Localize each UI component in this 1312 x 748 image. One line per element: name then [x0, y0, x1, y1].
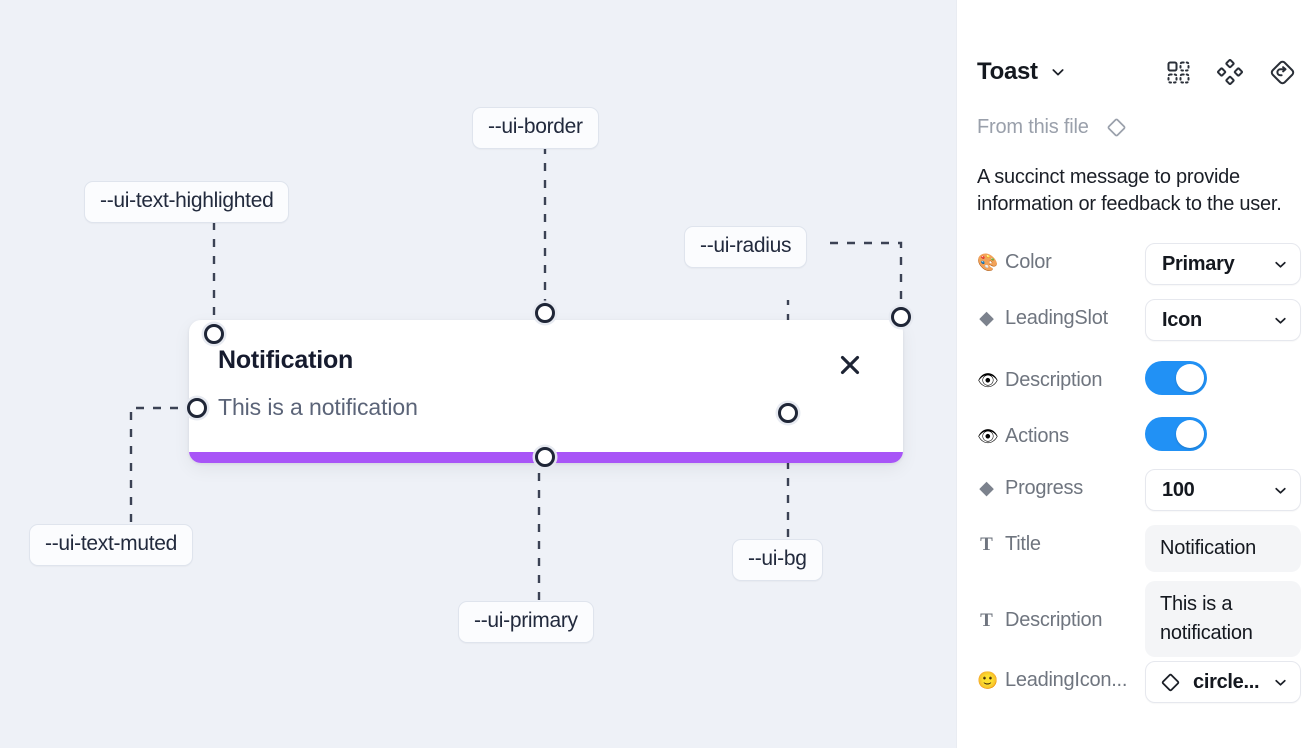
chevron-down-icon	[1273, 313, 1288, 328]
diamond-icon: ◆	[979, 308, 994, 329]
panel-header-actions	[1166, 59, 1296, 86]
property-row-leadingslot: ◆ LeadingSlot Icon	[977, 299, 1301, 341]
panel-title: Toast	[977, 58, 1038, 85]
properties-panel: Toast	[956, 0, 1312, 748]
description-toggle[interactable]	[1145, 361, 1207, 395]
toggle-knob	[1176, 420, 1204, 448]
anchor-handle-bg[interactable]	[778, 403, 798, 423]
design-canvas[interactable]: Notification This is a notification --ui…	[0, 0, 956, 748]
toast-component-preview[interactable]: Notification This is a notification	[189, 320, 903, 463]
reset-instance-icon[interactable]	[1269, 59, 1296, 86]
toggle-knob	[1176, 364, 1204, 392]
annotation-pill-ui-radius[interactable]: --ui-radius	[684, 226, 808, 268]
leadingicon-select[interactable]: circle...	[1145, 661, 1301, 703]
property-row-description-toggle: 👁 Description	[977, 361, 1296, 395]
annotation-pill-ui-border[interactable]: --ui-border	[472, 107, 599, 149]
anchor-handle-radius[interactable]	[891, 307, 911, 327]
property-label-leadingslot: ◆ LeadingSlot	[977, 299, 1145, 330]
annotation-pill-ui-primary[interactable]: --ui-primary	[458, 601, 594, 643]
toast-description: This is a notification	[218, 394, 418, 420]
property-label-description-text: T Description	[977, 581, 1145, 632]
component-description: A succinct message to provide informatio…	[977, 166, 1282, 215]
eye-emoji-icon: 👁	[977, 371, 999, 390]
leadingslot-select[interactable]: Icon	[1145, 299, 1301, 341]
annotation-pill-ui-bg[interactable]: --ui-bg	[732, 539, 823, 581]
property-row-progress: ◆ Progress 100	[977, 469, 1301, 511]
anchor-handle-primary[interactable]	[535, 447, 555, 467]
property-row-description-text: T Description This is a notification	[977, 581, 1301, 657]
property-label-progress: ◆ Progress	[977, 469, 1145, 500]
color-select[interactable]: Primary	[1145, 243, 1301, 285]
text-type-icon: T	[980, 610, 993, 631]
four-diamonds-icon[interactable]	[1217, 59, 1243, 85]
property-label-leadingicon: 🙂 LeadingIcon...	[977, 669, 1128, 691]
property-label-color: 🎨 Color	[977, 251, 1052, 273]
property-label-actions-toggle: 👁 Actions	[977, 425, 1069, 447]
palette-emoji-icon: 🎨	[977, 253, 999, 272]
toast-title: Notification	[218, 346, 354, 374]
smiley-emoji-icon: 🙂	[977, 671, 999, 690]
property-row-leadingicon: 🙂 LeadingIcon... circle...	[977, 661, 1301, 703]
chevron-down-icon[interactable]	[1050, 64, 1066, 80]
description-input[interactable]: This is a notification	[1145, 581, 1301, 657]
title-input[interactable]: Notification	[1145, 525, 1301, 572]
diamond-icon: ◆	[979, 478, 994, 499]
from-this-file-label: From this file	[977, 116, 1089, 138]
annotation-pill-ui-text-highlighted[interactable]: --ui-text-highlighted	[84, 181, 290, 223]
progress-select[interactable]: 100	[1145, 469, 1301, 511]
from-this-file-row[interactable]: From this file	[977, 114, 1130, 141]
text-type-icon: T	[980, 534, 993, 555]
diamond-component-icon	[1158, 670, 1183, 695]
eye-emoji-icon: 👁	[977, 427, 999, 446]
component-variants-icon[interactable]	[1166, 60, 1191, 85]
panel-header: Toast	[977, 50, 1296, 94]
anchor-handle-border[interactable]	[535, 303, 555, 323]
anchor-handle-text-muted[interactable]	[187, 398, 207, 418]
chevron-down-icon	[1273, 675, 1288, 690]
property-label-title: T Title	[977, 525, 1145, 556]
property-label-description-toggle: 👁 Description	[977, 369, 1103, 391]
property-row-title: T Title Notification	[977, 525, 1301, 572]
property-row-color: 🎨 Color Primary	[977, 243, 1301, 285]
annotation-pill-ui-text-muted[interactable]: --ui-text-muted	[29, 524, 194, 566]
actions-toggle[interactable]	[1145, 417, 1207, 451]
diamond-component-icon	[1103, 114, 1130, 141]
chevron-down-icon	[1273, 257, 1288, 272]
close-x-icon[interactable]	[835, 350, 865, 380]
chevron-down-icon	[1273, 483, 1288, 498]
anchor-handle-text-highlighted[interactable]	[204, 324, 224, 344]
property-row-actions-toggle: 👁 Actions	[977, 417, 1296, 451]
